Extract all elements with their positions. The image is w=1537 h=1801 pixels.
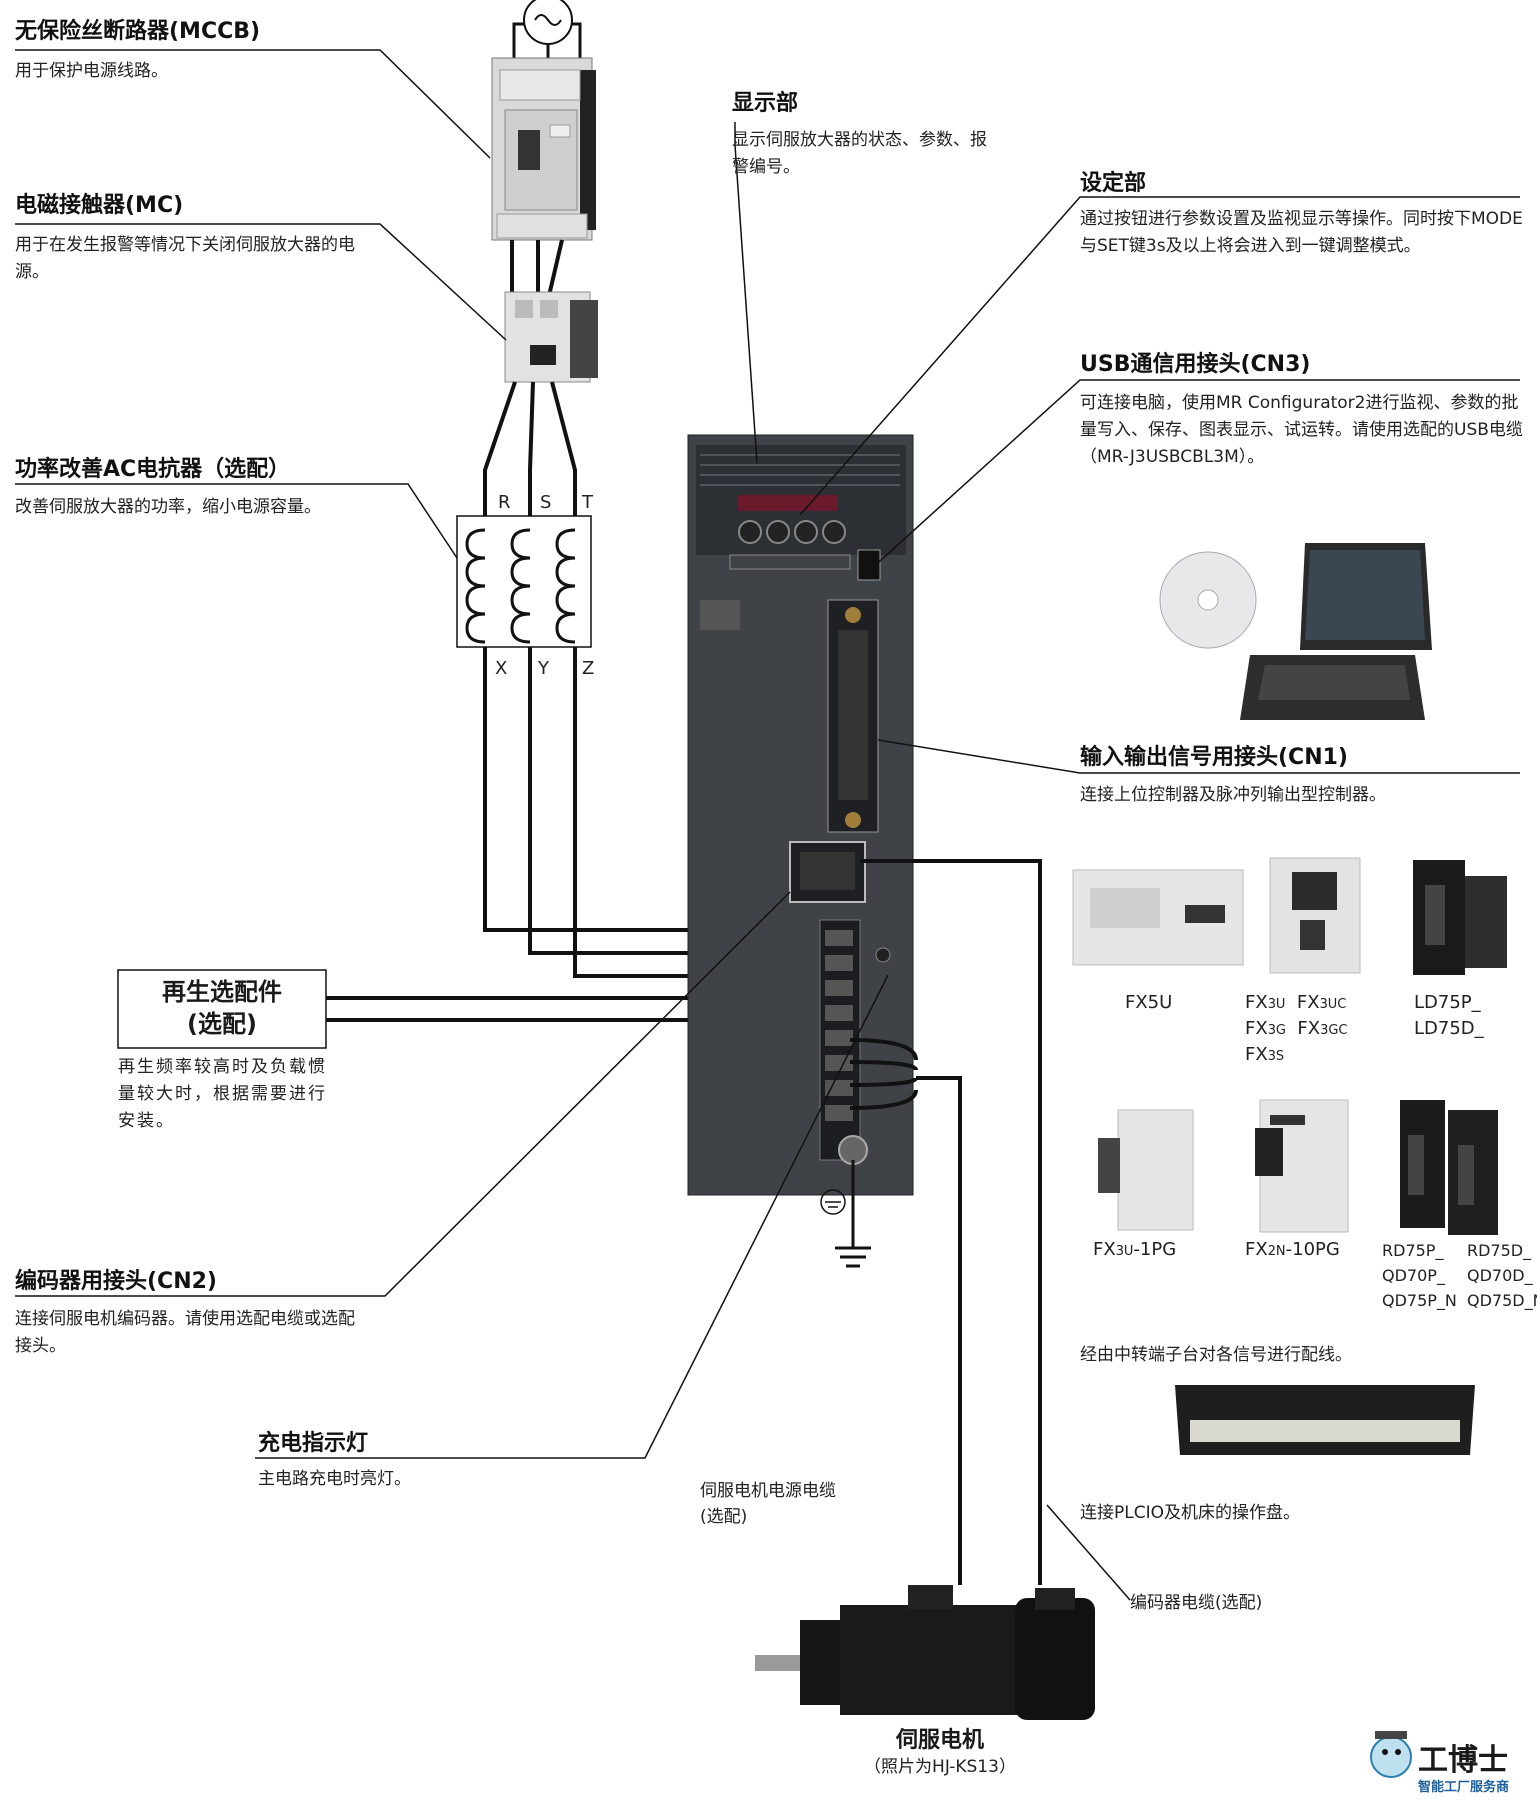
servo-amplifier bbox=[687, 434, 914, 1196]
terminal-z: Z bbox=[582, 658, 595, 679]
rd75d-label-2: QD70D_ bbox=[1467, 1266, 1533, 1285]
mccb-device bbox=[491, 57, 596, 241]
cn1-title: 输入输出信号用接头(CN1) bbox=[1080, 745, 1348, 770]
ac-source-symbol bbox=[512, 0, 582, 58]
fx3u-image bbox=[1269, 857, 1361, 974]
charge-title: 充电指示灯 bbox=[258, 1431, 369, 1456]
display-desc: 显示伺服放大器的状态、参数、报警编号。 bbox=[732, 130, 987, 177]
cn2-desc: 连接伺服电机编码器。请使用选配电缆或选配接头。 bbox=[15, 1309, 355, 1356]
fx3u-1pg-label: FX3U-1PG bbox=[1093, 1239, 1177, 1260]
ac-reactor bbox=[456, 515, 592, 648]
setting-desc: 通过按钮进行参数设置及监视显示等操作。同时按下MODE与SET键3s及以上将会进… bbox=[1080, 209, 1523, 256]
rd75d-label-1: RD75D_ bbox=[1467, 1241, 1532, 1260]
motor-cable-label: 伺服电机电源电缆 bbox=[700, 1481, 836, 1501]
motor-caption: （照片为HJ-KS13） bbox=[864, 1757, 1016, 1777]
terminal-y: Y bbox=[538, 658, 549, 679]
encoder-cable-label: 编码器电缆(选配) bbox=[1130, 1593, 1263, 1613]
regen-label: 再生选配件 bbox=[162, 978, 282, 1006]
fx5u-label: FX5U bbox=[1125, 992, 1173, 1013]
terminal-note: 经由中转端子台对各信号进行配线。 bbox=[1080, 1345, 1352, 1365]
fx2n-10pg-label: FX2N-10PG bbox=[1245, 1239, 1340, 1260]
charge-desc: 主电路充电时亮灯。 bbox=[258, 1469, 411, 1489]
regen-option-box bbox=[117, 969, 327, 1049]
logo-name: 工博士 bbox=[1418, 1743, 1508, 1778]
terminal-x: X bbox=[495, 658, 508, 679]
reactor-title: 功率改善AC电抗器（选配） bbox=[15, 457, 291, 482]
fx2n-10pg-image bbox=[1255, 1099, 1349, 1233]
ld75-label-1: LD75P_ bbox=[1414, 992, 1481, 1013]
pc-software-image bbox=[1159, 543, 1432, 720]
rd75p-label-1: RD75P_ bbox=[1382, 1241, 1444, 1260]
setting-title: 设定部 bbox=[1080, 171, 1147, 196]
cn1-desc: 连接上位控制器及脉冲列输出型控制器。 bbox=[1080, 785, 1386, 805]
mc-desc: 用于在发生报警等情况下关闭伺服放大器的电源。 bbox=[15, 235, 355, 282]
fx3-label-2: FX3G FX3GC bbox=[1245, 1018, 1348, 1039]
terminal-t: T bbox=[582, 492, 593, 513]
rd75p-label-2: QD70P_ bbox=[1382, 1266, 1445, 1285]
regen-sublabel: (选配) bbox=[187, 1010, 257, 1038]
company-logo bbox=[1370, 1731, 1412, 1778]
rd75-image bbox=[1400, 1100, 1498, 1235]
mc-device bbox=[504, 291, 598, 383]
rd75p-label-3: QD75P_N bbox=[1382, 1291, 1457, 1310]
display-title: 显示部 bbox=[732, 91, 799, 116]
mc-title: 电磁接触器(MC) bbox=[15, 193, 184, 218]
terminal-r: R bbox=[498, 492, 511, 513]
plcio-note: 连接PLCIO及机床的操作盘。 bbox=[1080, 1503, 1300, 1523]
motor-title: 伺服电机 bbox=[895, 1728, 984, 1753]
motor-cable-sublabel: (选配) bbox=[700, 1507, 748, 1527]
fx5u-image bbox=[1072, 869, 1244, 966]
ground-symbol bbox=[820, 1160, 871, 1268]
reactor-desc: 改善伺服放大器的功率，缩小电源容量。 bbox=[15, 497, 321, 517]
logo-tagline: 智能工厂服务商 bbox=[1418, 1780, 1510, 1795]
relay-terminal-image bbox=[1175, 1385, 1475, 1455]
mccb-title: 无保险丝断路器(MCCB) bbox=[15, 19, 261, 44]
servo-motor bbox=[755, 1585, 1095, 1720]
ld75-label-2: LD75D_ bbox=[1414, 1018, 1484, 1039]
cn2-title: 编码器用接头(CN2) bbox=[15, 1269, 217, 1294]
mccb-desc: 用于保护电源线路。 bbox=[15, 61, 168, 81]
cn3-desc: 可连接电脑，使用MR Configurator2进行监视、参数的批量写入、保存、… bbox=[1080, 393, 1523, 467]
regen-desc: 再生频率较高时及负载惯量较大时，根据需要进行安装。 bbox=[118, 1057, 327, 1131]
fx3-label-3: FX3S bbox=[1245, 1044, 1285, 1065]
fx3u-1pg-image bbox=[1098, 1109, 1194, 1231]
terminal-s: S bbox=[540, 492, 552, 513]
ld75-image bbox=[1413, 860, 1507, 975]
fx3-label-1: FX3U FX3UC bbox=[1245, 992, 1347, 1013]
cn3-title: USB通信用接头(CN3) bbox=[1080, 352, 1311, 377]
rd75d-label-3: QD75D_N bbox=[1467, 1291, 1537, 1310]
